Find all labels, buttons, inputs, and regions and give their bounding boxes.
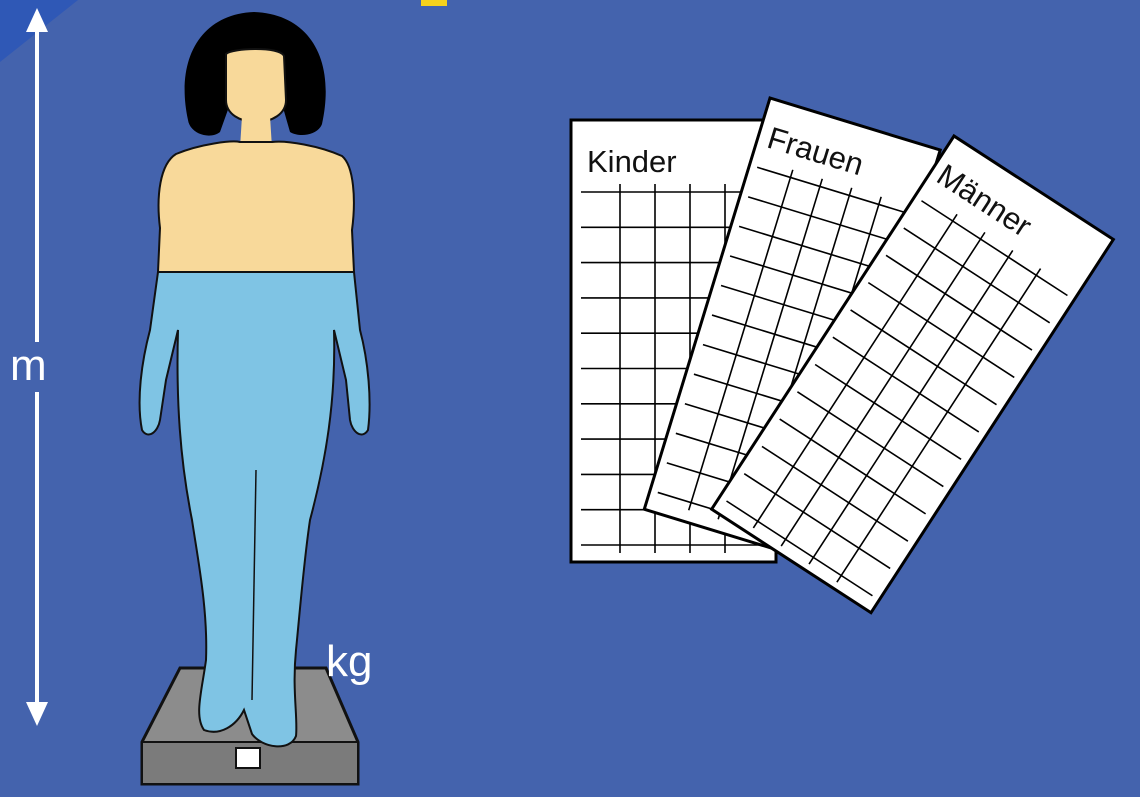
height-unit-label: m [10,344,47,388]
weight-unit-label: kg [326,640,372,684]
arrow-down-head [26,702,48,726]
upper-body [158,142,354,273]
arrow-up-head [26,8,48,32]
scale-display [236,748,260,768]
sheet-title-kinder: Kinder [587,144,677,179]
face [226,49,286,122]
